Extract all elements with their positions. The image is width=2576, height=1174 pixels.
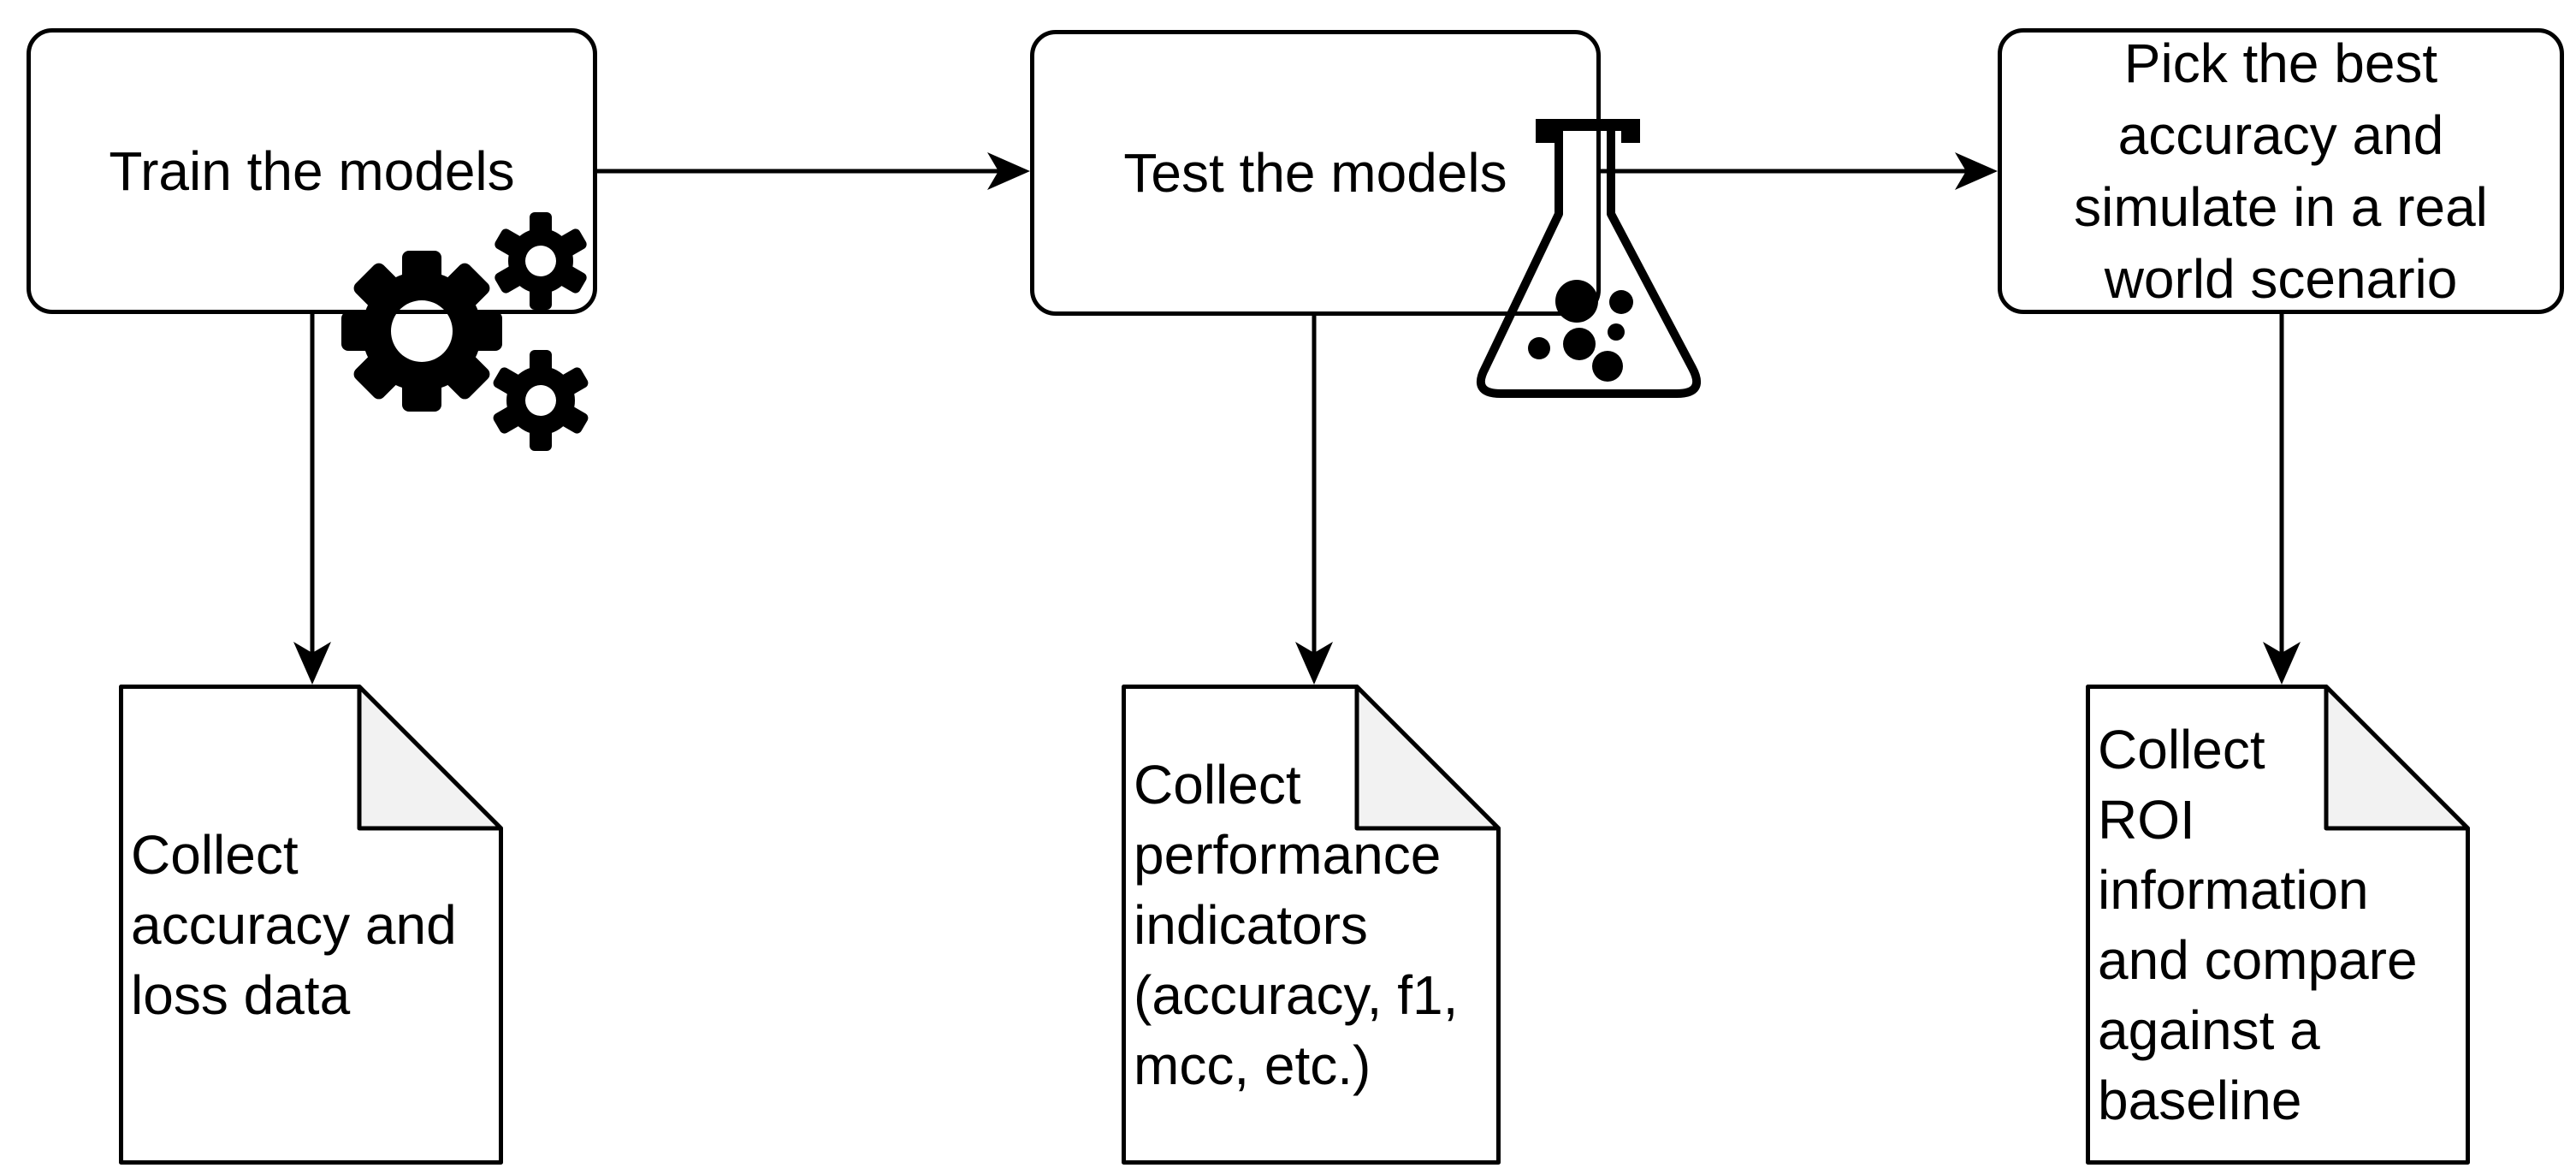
document-collect-performance-label: Collect performance indicators (accuracy… (1134, 753, 1459, 1096)
document-icon (2086, 685, 2470, 1165)
arrow-test-to-pick (1601, 152, 1998, 190)
document-collect-performance: Collect performance indicators (accuracy… (1122, 685, 1501, 1165)
node-pick-best-accuracy: Pick the best accuracy and simulate in a… (1998, 28, 2564, 314)
document-collect-accuracy-label: Collect accuracy and loss data (131, 823, 457, 1026)
arrow-pick-to-document (2263, 314, 2301, 685)
arrow-train-to-test (597, 152, 1030, 190)
document-collect-roi-label: Collect ROI information and compare agai… (2098, 718, 2418, 1131)
arrow-train-to-document (293, 314, 331, 685)
document-icon (119, 685, 503, 1165)
arrow-test-to-document (1295, 316, 1333, 685)
document-collect-roi: Collect ROI information and compare agai… (2086, 685, 2470, 1165)
node-train-the-models: Train the models (27, 28, 597, 314)
node-test-label: Test the models (1123, 142, 1507, 204)
document-collect-accuracy: Collect accuracy and loss data (119, 685, 503, 1165)
document-icon (1122, 685, 1501, 1165)
node-train-label: Train the models (109, 140, 515, 202)
node-test-the-models: Test the models (1030, 30, 1601, 316)
node-pick-label: Pick the best accuracy and simulate in a… (2074, 33, 2488, 310)
